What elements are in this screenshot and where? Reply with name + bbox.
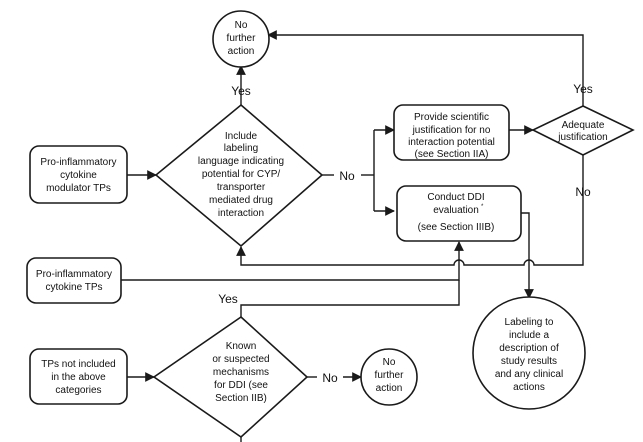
edge-adequate-yes [267, 30, 584, 106]
adequate-line-2: justification [557, 132, 607, 143]
tps-line-1: TPs not included [41, 359, 116, 370]
no-further-action-top-line-2: further [227, 33, 257, 44]
labeling-results-line-3: description of [499, 343, 559, 354]
known-line-5: Section IIB) [215, 393, 267, 404]
cytokine-line-1: Pro-inflammatory [36, 269, 112, 280]
no-further-action-top: No further action [212, 10, 270, 68]
edge-label-yes-adequate: Yes [573, 82, 593, 96]
edge-label-yes-known: Yes [218, 292, 238, 306]
known-line-1: Known [226, 341, 257, 352]
no-further-action-bottom: No further action [360, 348, 418, 406]
conduct-ddi-box: Conduct DDI evaluation * (see Section II… [396, 185, 522, 242]
tps-line-3: categories [55, 385, 101, 396]
modulator-line-3: modulator TPs [46, 183, 111, 194]
include-labeling-line-7: interaction [218, 208, 264, 219]
edge-label-no-adequate: No [575, 185, 591, 199]
provide-line-3: interaction potential [408, 137, 495, 148]
modulator-line-2: cytokine [60, 170, 97, 181]
conduct-line-3: (see Section IIIB) [418, 222, 495, 233]
no-further-action-bottom-line-2: further [375, 370, 405, 381]
no-further-action-top-line-1: No [235, 20, 248, 31]
tps-line-2: in the above [51, 372, 106, 383]
provide-justification-box: Provide scientific justification for no … [393, 104, 510, 161]
provide-line-2: justification for no [412, 125, 491, 136]
pro-inflammatory-modulator-box: Pro-inflammatory cytokine modulator TPs [29, 145, 128, 204]
include-labeling-decision: Include labeling language indicating pot… [154, 103, 324, 248]
labeling-results-line-1: Labeling to [505, 317, 554, 328]
adequate-line-1: Adequate [562, 120, 605, 131]
pro-inflammatory-cytokine-box: Pro-inflammatory cytokine TPs [26, 257, 122, 304]
provide-line-4: (see Section IIA) [415, 149, 489, 160]
edge-cytokine-to-conduct [121, 241, 464, 281]
edge-conduct-to-labeling [521, 212, 534, 299]
edge-label-no-known: No [322, 371, 338, 385]
provide-line-1: Provide scientific [414, 112, 489, 123]
include-labeling-line-2: labeling [224, 143, 258, 154]
include-labeling-line-1: Include [225, 131, 258, 142]
cytokine-line-2: cytokine TPs [45, 282, 102, 293]
known-line-2: or suspected [212, 354, 269, 365]
labeling-results-line-6: actions [513, 382, 545, 393]
adequate-justification-decision: Adequate justification [531, 105, 635, 156]
modulator-line-1: Pro-inflammatory [40, 157, 116, 168]
conduct-line-1: Conduct DDI [427, 192, 484, 203]
no-further-action-bottom-line-1: No [383, 357, 396, 368]
labeling-results-circle: Labeling to include a description of stu… [472, 296, 586, 410]
no-further-action-top-line-3: action [228, 46, 255, 57]
conduct-footnote-mark: * [481, 204, 484, 210]
include-labeling-line-4: potential for CYP/ [202, 169, 281, 180]
known-line-4: for DDI (see [214, 380, 268, 391]
labeling-results-line-4: study results [501, 356, 557, 367]
known-line-3: mechanisms [213, 367, 269, 378]
edge-label-no-middle: No [339, 169, 355, 183]
include-labeling-line-3: language indicating [198, 156, 284, 167]
include-labeling-line-5: transporter [217, 182, 266, 193]
edge-known-yes [240, 280, 460, 317]
conduct-line-2: evaluation [433, 205, 479, 216]
labeling-results-line-2: include a [509, 330, 549, 341]
edge-adequate-no [236, 155, 584, 266]
no-further-action-bottom-line-3: action [376, 383, 403, 394]
tps-not-included-box: TPs not included in the above categories [29, 348, 128, 405]
known-suspected-decision: Known or suspected mechanisms for DDI (s… [152, 315, 309, 439]
labeling-results-line-5: and any clinical [495, 369, 563, 380]
include-labeling-line-6: mediated drug [209, 195, 273, 206]
edge-label-yes-top: Yes [231, 84, 251, 98]
